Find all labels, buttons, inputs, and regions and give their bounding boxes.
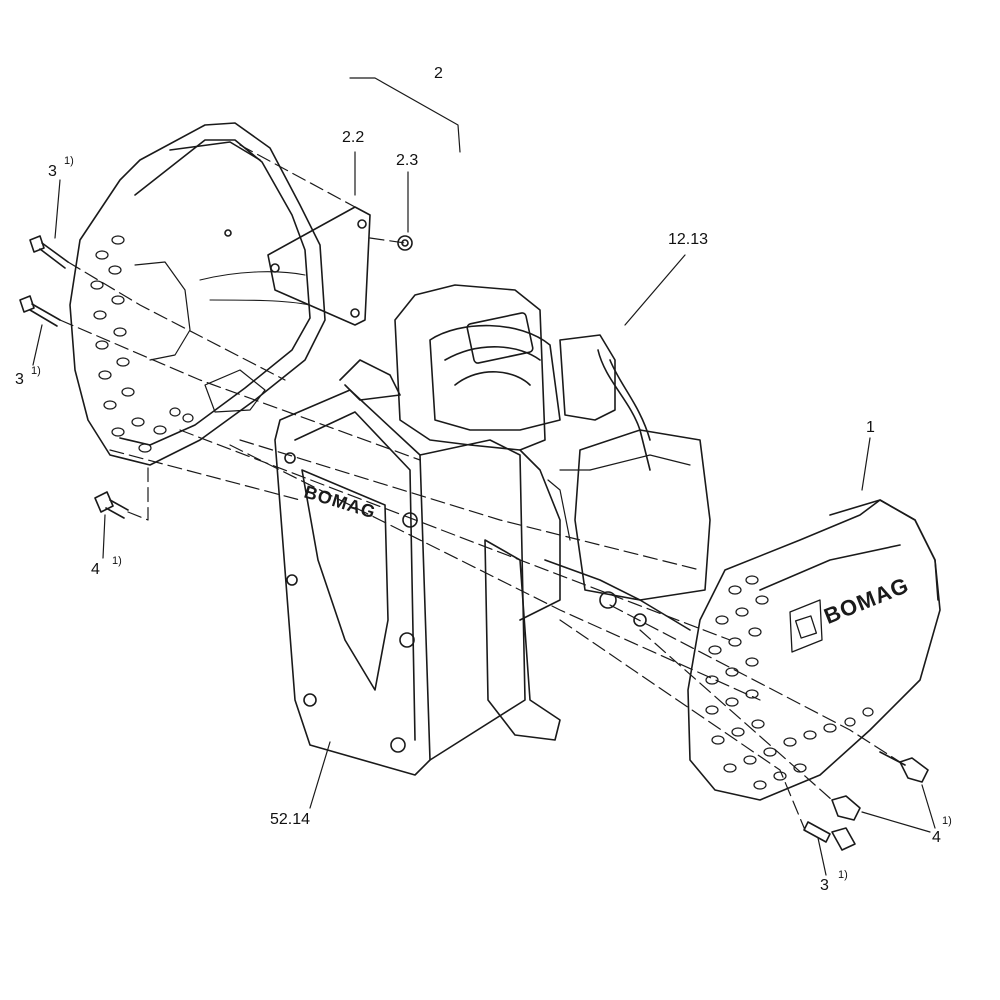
right-side-cover <box>687 499 941 801</box>
callout-2: 2 <box>434 65 443 82</box>
callout-4-left: 4 <box>91 561 100 578</box>
nut-2-3 <box>397 235 413 251</box>
callout-3-mid-note: 1) <box>31 365 41 377</box>
callout-3-mid: 3 <box>15 371 24 388</box>
callout-3-right-note: 1) <box>838 869 848 881</box>
callout-4-right-note: 1) <box>942 815 952 827</box>
bolt-4-right-a <box>879 751 929 783</box>
callout-4-right: 4 <box>932 829 941 846</box>
screw-3-right <box>803 821 856 851</box>
callout-1: 1 <box>866 419 875 436</box>
callout-4-left-note: 1) <box>112 555 122 567</box>
callout-2-2: 2.2 <box>342 129 365 146</box>
assembly-lines <box>59 144 901 831</box>
callout-2-3: 2.3 <box>396 152 419 169</box>
right-cover-vent-holes <box>705 575 874 790</box>
plate-2-2 <box>267 206 371 326</box>
callout-3-top: 3 <box>48 163 57 180</box>
callout-52-14: 52.14 <box>270 811 311 828</box>
front-cover-52-14 <box>274 359 561 776</box>
left-side-cover <box>69 122 326 466</box>
bolt-4-right-b <box>831 795 861 821</box>
callout-12-13: 12.13 <box>668 231 709 248</box>
callout-3-right: 3 <box>820 877 829 894</box>
engine <box>394 284 711 631</box>
left-cover-vent-holes <box>90 235 194 453</box>
screw-3-top <box>29 235 69 269</box>
callout-3-top-note: 1) <box>64 155 74 167</box>
bolt-4-left <box>94 491 129 519</box>
screw-3-mid <box>19 295 61 327</box>
right-cover-logo <box>789 599 823 653</box>
leader-lines <box>32 77 936 876</box>
